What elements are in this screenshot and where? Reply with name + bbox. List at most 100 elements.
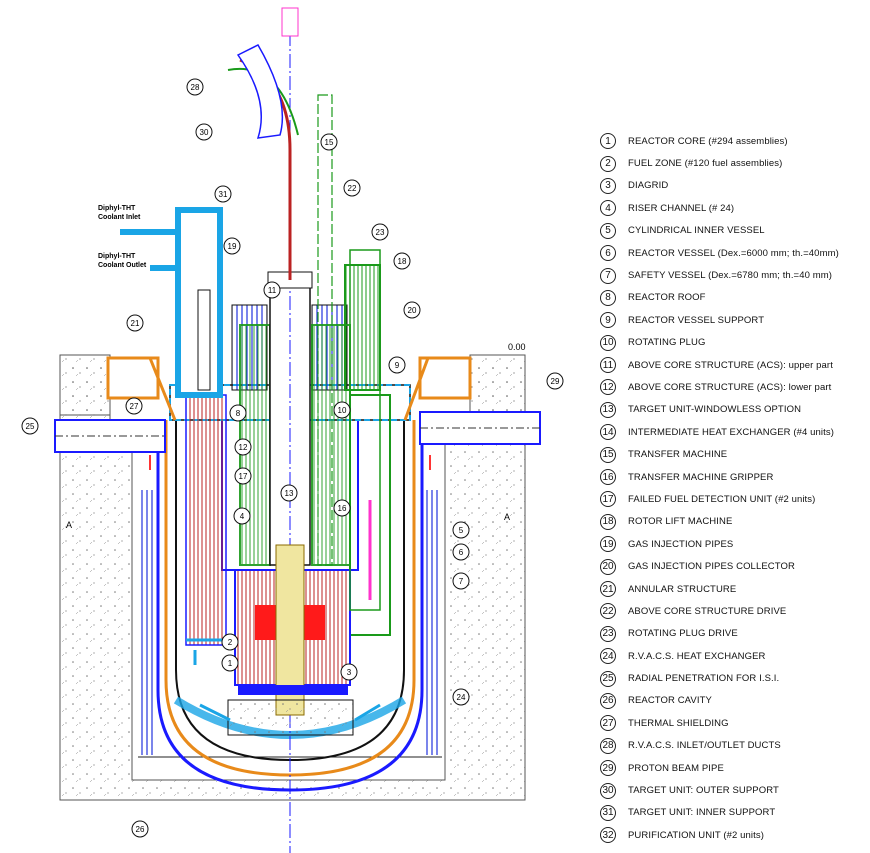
callout-number: 8	[236, 409, 241, 418]
callout-circle	[393, 252, 411, 270]
callout-number: 10	[338, 406, 347, 415]
callout-circle	[214, 185, 232, 203]
callout-circle	[186, 78, 204, 96]
callout-circle	[403, 301, 421, 319]
legend-item: 2 FUEL ZONE (#120 fuel assemblies)	[600, 152, 868, 174]
callout-circle	[21, 417, 39, 435]
legend-text: FUEL ZONE (#120 fuel assemblies)	[628, 158, 783, 170]
callout-number: 17	[239, 472, 248, 481]
callout-circle	[340, 663, 358, 681]
radial-penetration-left	[54, 419, 166, 453]
callout-number: 29	[551, 377, 560, 386]
callout-circle	[452, 521, 470, 539]
callout-number: 25	[26, 422, 35, 431]
legend-item: 32 PURIFICATION UNIT (#2 units)	[600, 824, 868, 846]
callout-number: 9	[395, 361, 400, 370]
legend-number: 22	[600, 603, 616, 620]
coolant-outlet-line-1: Diphyl-THT	[98, 253, 136, 260]
callout-circle	[333, 499, 351, 517]
legend-item: 26 REACTOR CAVITY	[600, 690, 868, 712]
elevation-label: 0.00	[508, 342, 526, 352]
callout-number: 11	[268, 286, 277, 295]
legend-item: 28 R.V.A.C.S. INLET/OUTLET DUCTS	[600, 735, 868, 757]
callout-number: 20	[408, 306, 417, 315]
callout-number: 26	[136, 825, 145, 834]
legend-number: 9	[600, 312, 616, 329]
legend-text: DIAGRID	[628, 180, 669, 192]
legend-number: 6	[600, 245, 616, 262]
callout-circle	[280, 484, 298, 502]
legend-text: RADIAL PENETRATION FOR I.S.I.	[628, 673, 780, 685]
legend-text: PURIFICATION UNIT (#2 units)	[628, 829, 764, 841]
callout-number: 31	[219, 190, 228, 199]
legend-number: 1	[600, 133, 616, 150]
legend-text: REACTOR CAVITY	[628, 695, 712, 707]
callout-circle	[546, 372, 564, 390]
callout-circle	[223, 237, 241, 255]
callout-circle	[125, 397, 143, 415]
callout-circle	[371, 223, 389, 241]
legend-number: 13	[600, 401, 616, 418]
legend-number: 8	[600, 289, 616, 306]
callout-number: 22	[348, 184, 357, 193]
legend-text: R.V.A.C.S. HEAT EXCHANGER	[628, 650, 766, 662]
coolant-outlet-line-2: Coolant Outlet	[98, 262, 147, 269]
proton-beam-pipe	[227, 7, 299, 280]
legend-number: 32	[600, 827, 616, 844]
callout-circle	[233, 507, 251, 525]
legend-number: 20	[600, 558, 616, 575]
callout-number: 28	[191, 83, 200, 92]
callout-number: 30	[200, 128, 209, 137]
riser-channel	[185, 394, 227, 646]
legend-number: 26	[600, 692, 616, 709]
legend-number: 17	[600, 491, 616, 508]
legend-text: TRANSFER MACHINE	[628, 449, 728, 461]
legend-text: ANNULAR STRUCTURE	[628, 583, 737, 595]
legend-text: ROTATING PLUG	[628, 337, 706, 349]
legend-number: 30	[600, 782, 616, 799]
legend-number: 2	[600, 155, 616, 172]
callout-circle	[229, 404, 247, 422]
legend-text: TARGET UNIT: INNER SUPPORT	[628, 807, 776, 819]
callout-circle	[343, 179, 361, 197]
legend-number: 3	[600, 177, 616, 194]
legend-number: 31	[600, 804, 616, 821]
callout-number: 18	[398, 257, 407, 266]
callout-circle	[195, 123, 213, 141]
callout-circle	[263, 281, 281, 299]
callout-number: 16	[338, 504, 347, 513]
target-unit-outer-support	[236, 44, 284, 139]
legend-number: 4	[600, 200, 616, 217]
legend-text: PROTON BEAM PIPE	[628, 762, 724, 774]
callout-number: 19	[228, 242, 237, 251]
legend-number: 28	[600, 737, 616, 754]
legend-text: R.V.A.C.S. INLET/OUTLET DUCTS	[628, 740, 781, 752]
reactor-cross-section: Diphyl-THT Coolant Inlet Diphyl-THT Cool…	[21, 7, 564, 853]
legend-number: 18	[600, 513, 616, 530]
legend-number: 11	[600, 357, 616, 374]
callout-circle	[452, 572, 470, 590]
legend-item: 31 TARGET UNIT: INNER SUPPORT	[600, 802, 868, 824]
callout-number: 4	[240, 512, 245, 521]
callout-number: 2	[228, 638, 233, 647]
callout-number: 13	[285, 489, 294, 498]
callout-number: 23	[376, 228, 385, 237]
callout-circle	[320, 133, 338, 151]
legend-text: INTERMEDIATE HEAT EXCHANGER (#4 units)	[628, 426, 834, 438]
callout-circle	[333, 401, 351, 419]
transfer-machine	[317, 94, 381, 611]
